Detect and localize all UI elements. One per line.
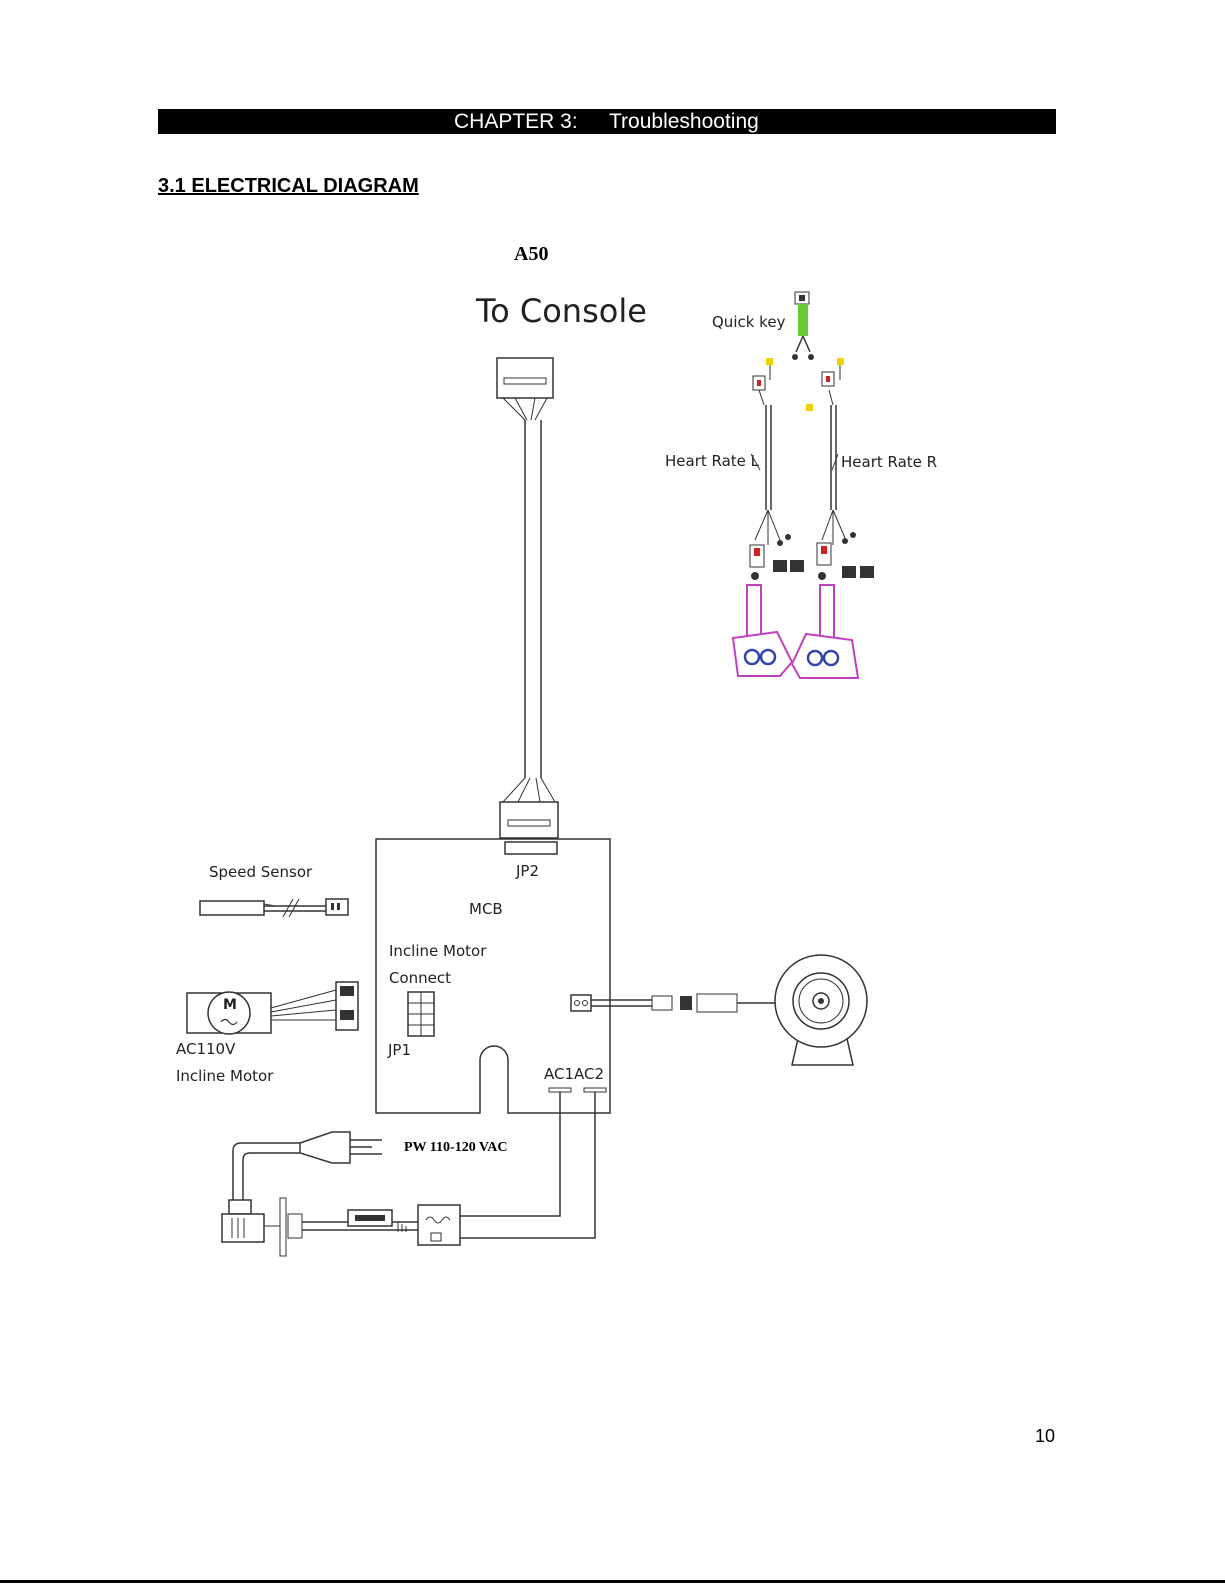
jp2-label: JP2	[515, 862, 539, 880]
page-number: 10	[1035, 1426, 1055, 1447]
console-cable	[525, 420, 541, 778]
incline-motor-connect-label-2: Connect	[389, 969, 451, 987]
ac1ac2-label: AC1AC2	[544, 1065, 604, 1083]
jp1-label: JP1	[387, 1041, 411, 1059]
quick-key	[792, 292, 814, 360]
power-plug	[233, 1132, 382, 1200]
to-console-label: To Console	[475, 292, 647, 330]
ac-wires	[460, 1092, 595, 1238]
ac110v-label: AC110V	[176, 1040, 236, 1058]
speed-sensor	[200, 899, 348, 917]
drive-motor	[775, 955, 867, 1065]
heart-rate-r-label: Heart Rate R	[841, 453, 937, 471]
circuit-breaker	[418, 1205, 460, 1245]
incline-motor-label: Incline Motor	[176, 1067, 274, 1085]
console-connector-top	[497, 358, 553, 420]
bottom-rule	[0, 1580, 1225, 1583]
heart-rate-l-label: Heart Rate L	[665, 452, 760, 470]
incline-motor-connect-label-1: Incline Motor	[389, 942, 487, 960]
incline-motor	[187, 982, 358, 1034]
power-label: PW 110-120 VAC	[404, 1140, 507, 1155]
jp1-connector	[408, 992, 434, 1036]
heart-rate-r-cable	[792, 358, 874, 678]
mcb-label: MCB	[469, 900, 503, 918]
heart-rate-l-cable	[733, 358, 804, 676]
power-inlet	[222, 1198, 302, 1256]
power-wiring	[302, 1210, 420, 1232]
speed-sensor-label: Speed Sensor	[209, 863, 313, 881]
motor-m-label: M	[223, 997, 237, 1013]
quick-key-label: Quick key	[712, 313, 786, 331]
console-connector-bottom	[500, 778, 558, 838]
